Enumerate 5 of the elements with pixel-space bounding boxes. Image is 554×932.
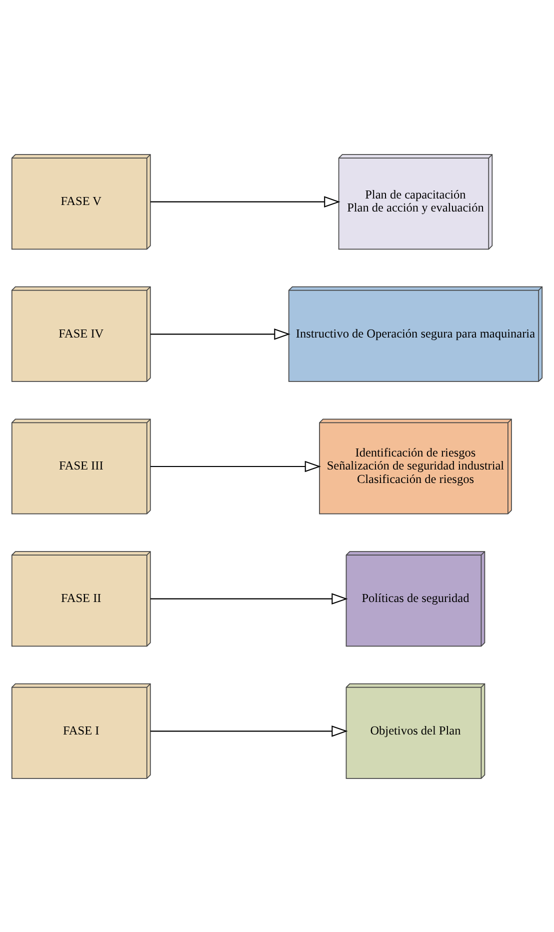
arrow	[150, 592, 348, 604]
arrow	[150, 725, 348, 736]
arrow	[150, 328, 290, 340]
arrow	[150, 196, 340, 207]
arrow	[150, 460, 321, 472]
